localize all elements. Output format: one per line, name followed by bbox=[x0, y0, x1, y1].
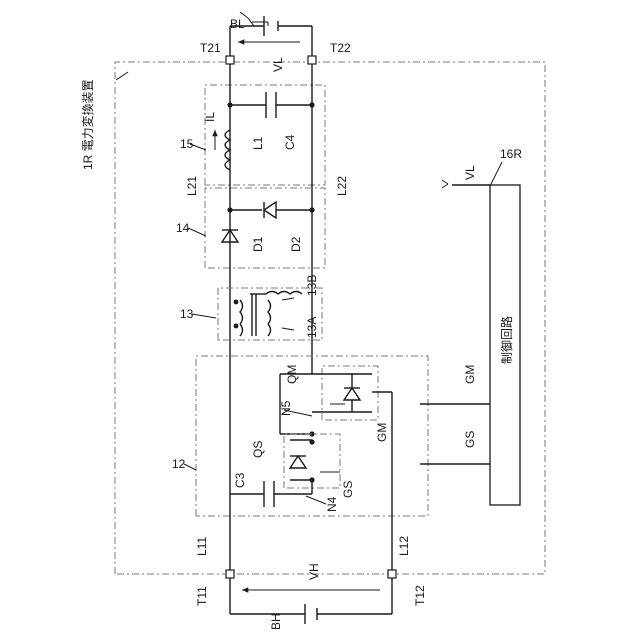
terminal-t22 bbox=[308, 56, 316, 64]
label-n5: N5 bbox=[279, 400, 293, 416]
label-ctrl-id: 16R bbox=[500, 147, 522, 161]
label-block15: 15 bbox=[180, 137, 194, 151]
label-bh: BH bbox=[269, 613, 283, 630]
label-t21: T21 bbox=[200, 41, 221, 55]
label-block13: 13 bbox=[180, 307, 194, 321]
device-title: 1R 電力変換装置 bbox=[80, 79, 95, 170]
label-ctrl-gm: GM bbox=[463, 365, 477, 384]
labels: 1R 電力変換装置 BL T21 T22 VL IL L1 C4 15 L21 … bbox=[80, 17, 522, 630]
label-t11: T11 bbox=[195, 586, 209, 606]
leader-lines bbox=[116, 22, 502, 504]
terminal-t21 bbox=[226, 56, 234, 64]
diode-d2 bbox=[230, 202, 312, 218]
label-13b: 13B bbox=[305, 275, 319, 296]
label-qm: QM bbox=[285, 365, 299, 384]
label-l22: L22 bbox=[335, 176, 349, 196]
label-vl: VL bbox=[271, 57, 285, 72]
switch-qm bbox=[312, 374, 372, 412]
label-n4: N4 bbox=[325, 496, 339, 512]
label-l11: L11 bbox=[195, 537, 209, 556]
label-t12: T12 bbox=[413, 585, 427, 606]
block-15 bbox=[205, 85, 325, 185]
label-qs: QS bbox=[251, 441, 265, 458]
label-ctrl-vl: VL bbox=[463, 165, 477, 180]
label-l1: L1 bbox=[251, 136, 265, 150]
label-bl: BL bbox=[230, 17, 245, 31]
label-c4: C4 bbox=[283, 134, 297, 150]
inductor-l1 bbox=[225, 130, 230, 170]
label-block12: 12 bbox=[172, 457, 186, 471]
label-il: IL bbox=[203, 112, 217, 122]
block-14 bbox=[205, 188, 325, 268]
control-circuit-label: 制御回路 bbox=[499, 316, 514, 364]
label-gm-qm: GM bbox=[375, 423, 389, 442]
label-ctrl-gs: GS bbox=[463, 431, 477, 448]
label-d2: D2 bbox=[289, 236, 303, 252]
label-l12: L12 bbox=[397, 536, 411, 556]
label-block14: 14 bbox=[176, 221, 190, 235]
label-gs-qs: GS bbox=[341, 481, 355, 498]
label-13a: 13A bbox=[305, 317, 319, 338]
label-l21: L21 bbox=[185, 176, 199, 196]
terminal-t12 bbox=[388, 570, 396, 578]
label-d1: D1 bbox=[251, 236, 265, 252]
label-c3: C3 bbox=[233, 472, 247, 488]
switch-qs bbox=[290, 440, 340, 480]
battery-bh bbox=[230, 578, 392, 624]
label-t22: T22 bbox=[330, 41, 351, 55]
label-vh: VH bbox=[307, 563, 321, 580]
terminal-t11 bbox=[226, 570, 234, 578]
